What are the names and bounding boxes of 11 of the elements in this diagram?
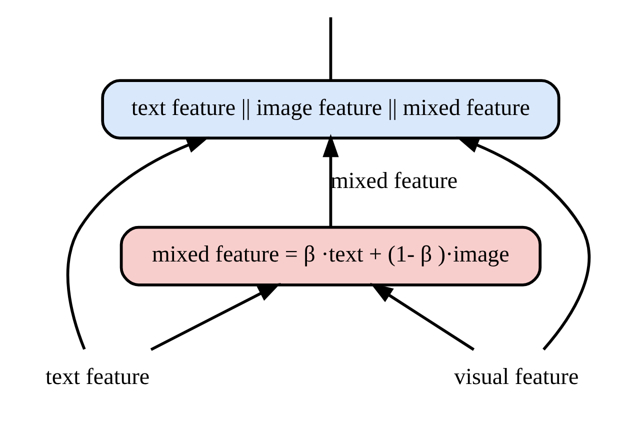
connector [329,17,332,80]
node-text: visual feature [454,362,579,389]
node-box: text feature || image feature || mixed feature [101,79,560,140]
arrow [370,282,475,351]
arrow [456,136,591,350]
node-box: mixed feature = β ·text + (1- β )·image [120,226,542,286]
edge-label: mixed feature [330,167,458,194]
arrow [322,134,339,227]
arrow [150,283,281,351]
arrow [66,136,210,350]
node-text: text feature [45,362,150,389]
